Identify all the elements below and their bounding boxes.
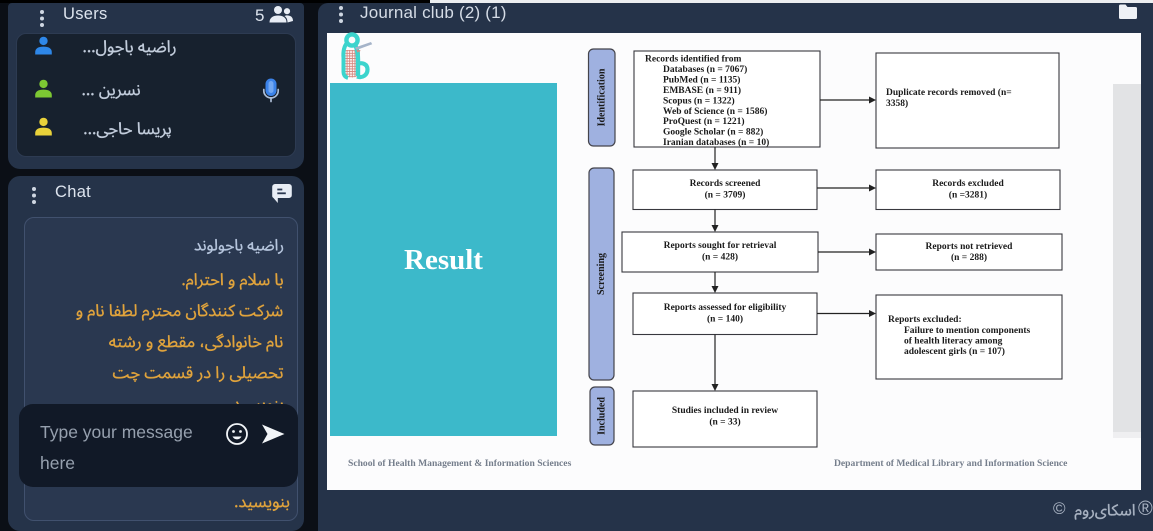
svg-text:of health literacy among: of health literacy among — [904, 337, 1003, 347]
svg-text:Records screened: Records screened — [690, 179, 762, 189]
svg-text:Reports not retrieved: Reports not retrieved — [926, 242, 1014, 252]
svg-text:Records identified from: Records identified from — [645, 55, 741, 65]
svg-text:adolescent girls (n = 107): adolescent girls (n = 107) — [904, 346, 1005, 357]
svg-text:School of Health Management &: School of Health Management & Informatio… — [348, 458, 572, 469]
svg-text:Duplicate records removed (n=: Duplicate records removed (n= — [886, 87, 1012, 98]
svg-text:(n = 428): (n = 428) — [702, 252, 738, 263]
svg-text:Identification: Identification — [596, 68, 607, 126]
svg-text:Reports sought for retrieval: Reports sought for retrieval — [664, 241, 777, 251]
svg-text:Iranian databases (n = 10): Iranian databases (n = 10) — [663, 137, 769, 148]
svg-text:Databases (n = 7067): Databases (n = 7067) — [663, 64, 747, 75]
svg-text:Web of Science (n = 1586): Web of Science (n = 1586) — [663, 106, 767, 117]
svg-text:(n = 33): (n = 33) — [709, 417, 740, 428]
svg-text:Reports assessed for eligibili: Reports assessed for eligibility — [664, 303, 787, 313]
svg-text:EMBASE (n = 911): EMBASE (n = 911) — [663, 85, 741, 96]
svg-text:Screening: Screening — [596, 253, 607, 295]
svg-text:Studies included in review: Studies included in review — [672, 406, 778, 416]
svg-text:(n = 288): (n = 288) — [951, 252, 987, 263]
svg-text:Records excluded: Records excluded — [932, 179, 1004, 189]
svg-text:Google Scholar (n = 882): Google Scholar (n = 882) — [663, 127, 763, 138]
svg-text:(n =3281): (n =3281) — [949, 190, 987, 201]
svg-text:(n = 140): (n = 140) — [707, 314, 743, 325]
svg-text:PubMed (n = 1135): PubMed (n = 1135) — [663, 74, 740, 85]
svg-text:(n = 3709): (n = 3709) — [705, 190, 746, 201]
svg-text:Reports excluded:: Reports excluded: — [888, 315, 962, 325]
svg-text:ProQuest (n = 1221): ProQuest (n = 1221) — [663, 116, 745, 127]
svg-text:Failure to mention components: Failure to mention components — [904, 326, 1031, 336]
svg-text:3358): 3358) — [886, 98, 908, 109]
svg-text:Scopus (n = 1322): Scopus (n = 1322) — [663, 95, 735, 106]
svg-text:Department of Medical Library: Department of Medical Library and Inform… — [834, 458, 1068, 469]
svg-text:Included: Included — [597, 397, 608, 435]
